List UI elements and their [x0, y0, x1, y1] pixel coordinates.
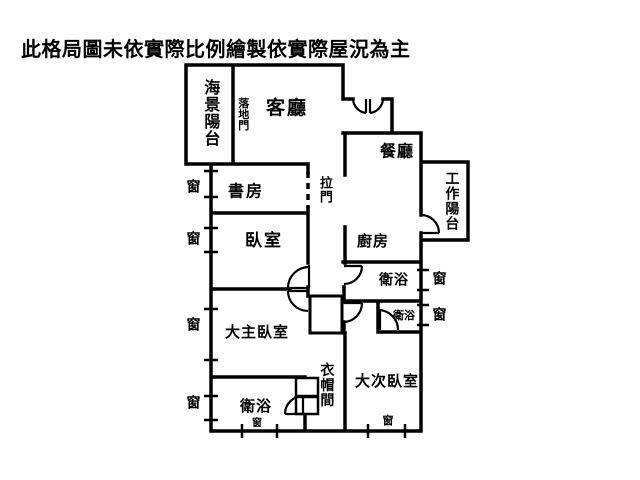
- window-label-bathroom-small-right: 窗: [432, 307, 448, 324]
- window-label-bathroom-master-left: 窗: [186, 395, 202, 412]
- label-work-balcony: 工作陽台: [443, 171, 460, 231]
- label-dining-room: 餐廳: [379, 141, 415, 161]
- label-sea-view-balcony: 海景陽台: [201, 79, 221, 147]
- window-label-bathroom-master-bottom: 窗: [252, 417, 262, 429]
- window-label-bathroom-main-right: 窗: [432, 271, 448, 288]
- window-label-master-bedroom-left: 窗: [186, 317, 202, 334]
- label-kitchen: 廚房: [356, 232, 390, 251]
- hallway-cabinet-box: [308, 294, 344, 335]
- label-sliding-door: 拉門: [316, 176, 332, 204]
- door-swing-arcs: [283, 98, 441, 416]
- label-study: 書房: [227, 181, 265, 201]
- label-bedroom: 臥室: [245, 231, 283, 252]
- label-living-room: 客廳: [265, 97, 309, 120]
- wall-lines: [184, 63, 470, 433]
- label-bathroom-main: 衛浴: [379, 272, 409, 289]
- label-bathroom-master: 衛浴: [239, 397, 273, 416]
- label-floor-to-ceiling-door: 落地門: [236, 97, 250, 131]
- window-label-study-left: 窗: [186, 179, 202, 196]
- label-bathroom-small: 衛浴: [393, 309, 415, 323]
- closet-fixture-box-top: [294, 376, 320, 398]
- window-label-second-bedroom-bottom: 窗: [382, 414, 394, 428]
- label-walk-in-closet: 衣帽間: [318, 362, 335, 408]
- window-label-bedroom-left: 窗: [186, 231, 202, 248]
- label-second-bedroom: 大次臥室: [354, 372, 420, 391]
- closet-fixture-box-bottom: [294, 395, 320, 416]
- window-ticks: [204, 169, 429, 438]
- label-master-bedroom: 大主臥室: [224, 323, 290, 342]
- disclaimer-title: 此格局圖未依實際比例繪製依實際屋況為主: [21, 37, 411, 61]
